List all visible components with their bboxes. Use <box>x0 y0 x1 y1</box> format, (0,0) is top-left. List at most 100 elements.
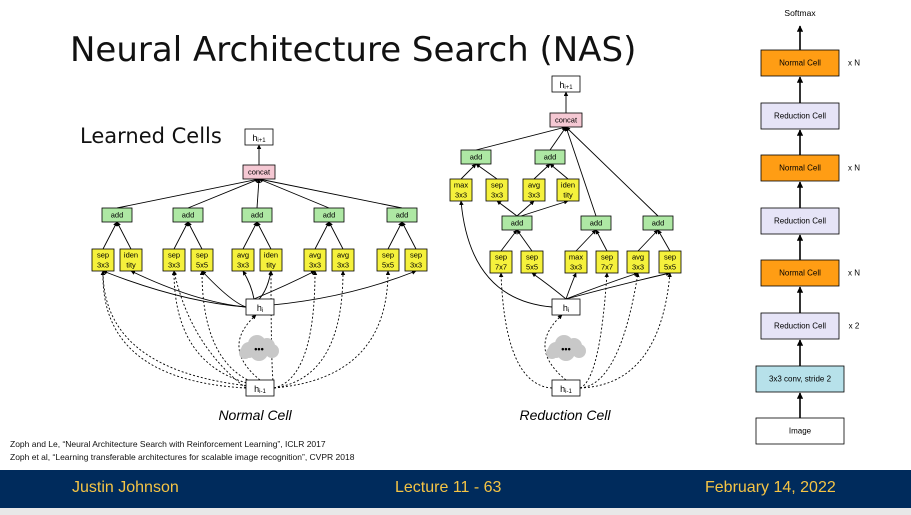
edge <box>187 221 203 250</box>
normal-op-node-1-line1: sep <box>97 251 109 260</box>
reduction-add-node-5-label: add <box>652 219 665 228</box>
edge <box>520 200 569 217</box>
edge <box>102 221 118 250</box>
edge <box>496 200 518 217</box>
edge <box>187 178 260 209</box>
reduction-upper-op-2 <box>485 178 509 202</box>
edge <box>549 126 567 151</box>
edge <box>475 125 567 151</box>
reduction-lower-op-4 <box>595 250 619 274</box>
normal-op-node-6-line2: tity <box>266 261 276 270</box>
reduction-cloud-dots: ••• <box>561 344 570 354</box>
stack-block-3-label: Normal Cell <box>779 164 821 173</box>
stack-block-5 <box>760 259 840 287</box>
normal-add-node-5-label: add <box>396 211 409 220</box>
stack-block-6 <box>760 312 840 340</box>
edge <box>498 272 553 389</box>
reduction-lower-op-1 <box>489 250 513 274</box>
edge <box>579 272 672 389</box>
reduction-output-node <box>551 75 581 93</box>
edge <box>565 271 671 300</box>
normal-concat-node <box>242 164 276 180</box>
edge <box>500 229 518 252</box>
stack-block-5-multiplier: x N <box>848 269 860 278</box>
edge <box>102 270 247 308</box>
reduction-upper-op-1-line1: max <box>454 181 468 190</box>
stack-block-1 <box>760 49 840 77</box>
diagram-edges <box>100 25 804 418</box>
reduction-cloud: ••• <box>546 335 586 361</box>
edge <box>544 314 567 381</box>
citation-1: Zoph and Le, “Neural Architecture Search… <box>10 439 326 449</box>
normal-op-node-1-line2: 3x3 <box>97 261 109 270</box>
stack-block-8 <box>755 417 845 445</box>
normal-op-node-5-line1: avg <box>237 251 249 260</box>
normal-output-node-label: hi+1 <box>252 133 266 144</box>
normal-op-node-2 <box>119 248 143 272</box>
footer-lecture: Lecture 11 - 63 <box>395 479 502 496</box>
softmax-label: Softmax <box>784 8 816 18</box>
stack-block-4-label: Reduction Cell <box>774 217 826 226</box>
edge <box>173 221 189 250</box>
reduction-upper-op-4-line2: tity <box>563 191 573 200</box>
normal-op-node-8-line1: avg <box>337 251 349 260</box>
edge <box>657 229 671 252</box>
normal-op-node-5 <box>231 248 255 272</box>
normal-add-node-1 <box>101 207 133 223</box>
normal-op-node-8-line2: 3x3 <box>337 261 349 270</box>
stack-block-6-label: Reduction Cell <box>774 322 826 331</box>
reduction-lower-op-5-line2: 3x3 <box>632 263 644 272</box>
stack-block-7 <box>755 365 845 393</box>
normal-hprev-node-label: hi-1 <box>254 384 266 395</box>
reduction-output-node-label: hi+1 <box>559 80 573 91</box>
bottom-strip <box>0 508 911 515</box>
edge <box>172 270 247 389</box>
reduction-add-node-2 <box>534 149 566 165</box>
reduction-add-node-2-label: add <box>544 153 557 162</box>
edge <box>242 270 255 300</box>
reduction-add-node-3 <box>501 215 533 231</box>
normal-hprev-node <box>245 379 275 397</box>
edge <box>199 270 275 389</box>
edge <box>242 221 258 250</box>
reduction-upper-op-4-line1: iden <box>561 181 575 190</box>
reduction-upper-op-2-line2: 3x3 <box>491 191 503 200</box>
stack-block-3 <box>760 154 840 182</box>
reduction-add-node-4-label: add <box>590 219 603 228</box>
normal-op-node-3-line2: 3x3 <box>168 261 180 270</box>
normal-op-node-9-line1: sep <box>382 251 394 260</box>
normal-add-node-1-label: add <box>111 211 124 220</box>
reduction-lower-op-1-line2: 7x7 <box>495 263 507 272</box>
reduction-cell-caption: Reduction Cell <box>519 407 611 423</box>
normal-cell-caption: Normal Cell <box>218 407 292 423</box>
edge <box>258 178 330 209</box>
edge <box>100 270 275 389</box>
reduction-upper-op-4 <box>556 178 580 202</box>
slide-title: Neural Architecture Search (NAS) <box>70 30 637 70</box>
stack-block-5-label: Normal Cell <box>779 269 821 278</box>
edge <box>579 272 640 389</box>
normal-op-node-6 <box>259 248 283 272</box>
reduction-lower-op-2 <box>520 250 544 274</box>
normal-add-node-3 <box>241 207 273 223</box>
normal-add-node-4-label: add <box>323 211 336 220</box>
edge <box>516 200 535 217</box>
normal-hi-node <box>245 298 275 316</box>
edge <box>130 270 247 308</box>
normal-op-node-3 <box>162 248 186 272</box>
normal-add-node-5 <box>386 207 418 223</box>
reduction-lower-op-3-line2: 3x3 <box>570 263 582 272</box>
normal-op-node-4-line1: sep <box>196 251 208 260</box>
edge <box>100 270 247 389</box>
normal-op-node-9 <box>376 248 400 272</box>
edge <box>565 126 597 217</box>
normal-cloud: ••• <box>239 335 279 361</box>
edge <box>258 177 403 209</box>
reduction-hi-node <box>551 298 581 316</box>
normal-op-node-5-line2: 3x3 <box>237 261 249 270</box>
reduction-upper-op-2-line1: sep <box>491 181 503 190</box>
normal-op-node-8 <box>331 248 355 272</box>
edge <box>273 270 391 389</box>
edge <box>565 126 659 217</box>
